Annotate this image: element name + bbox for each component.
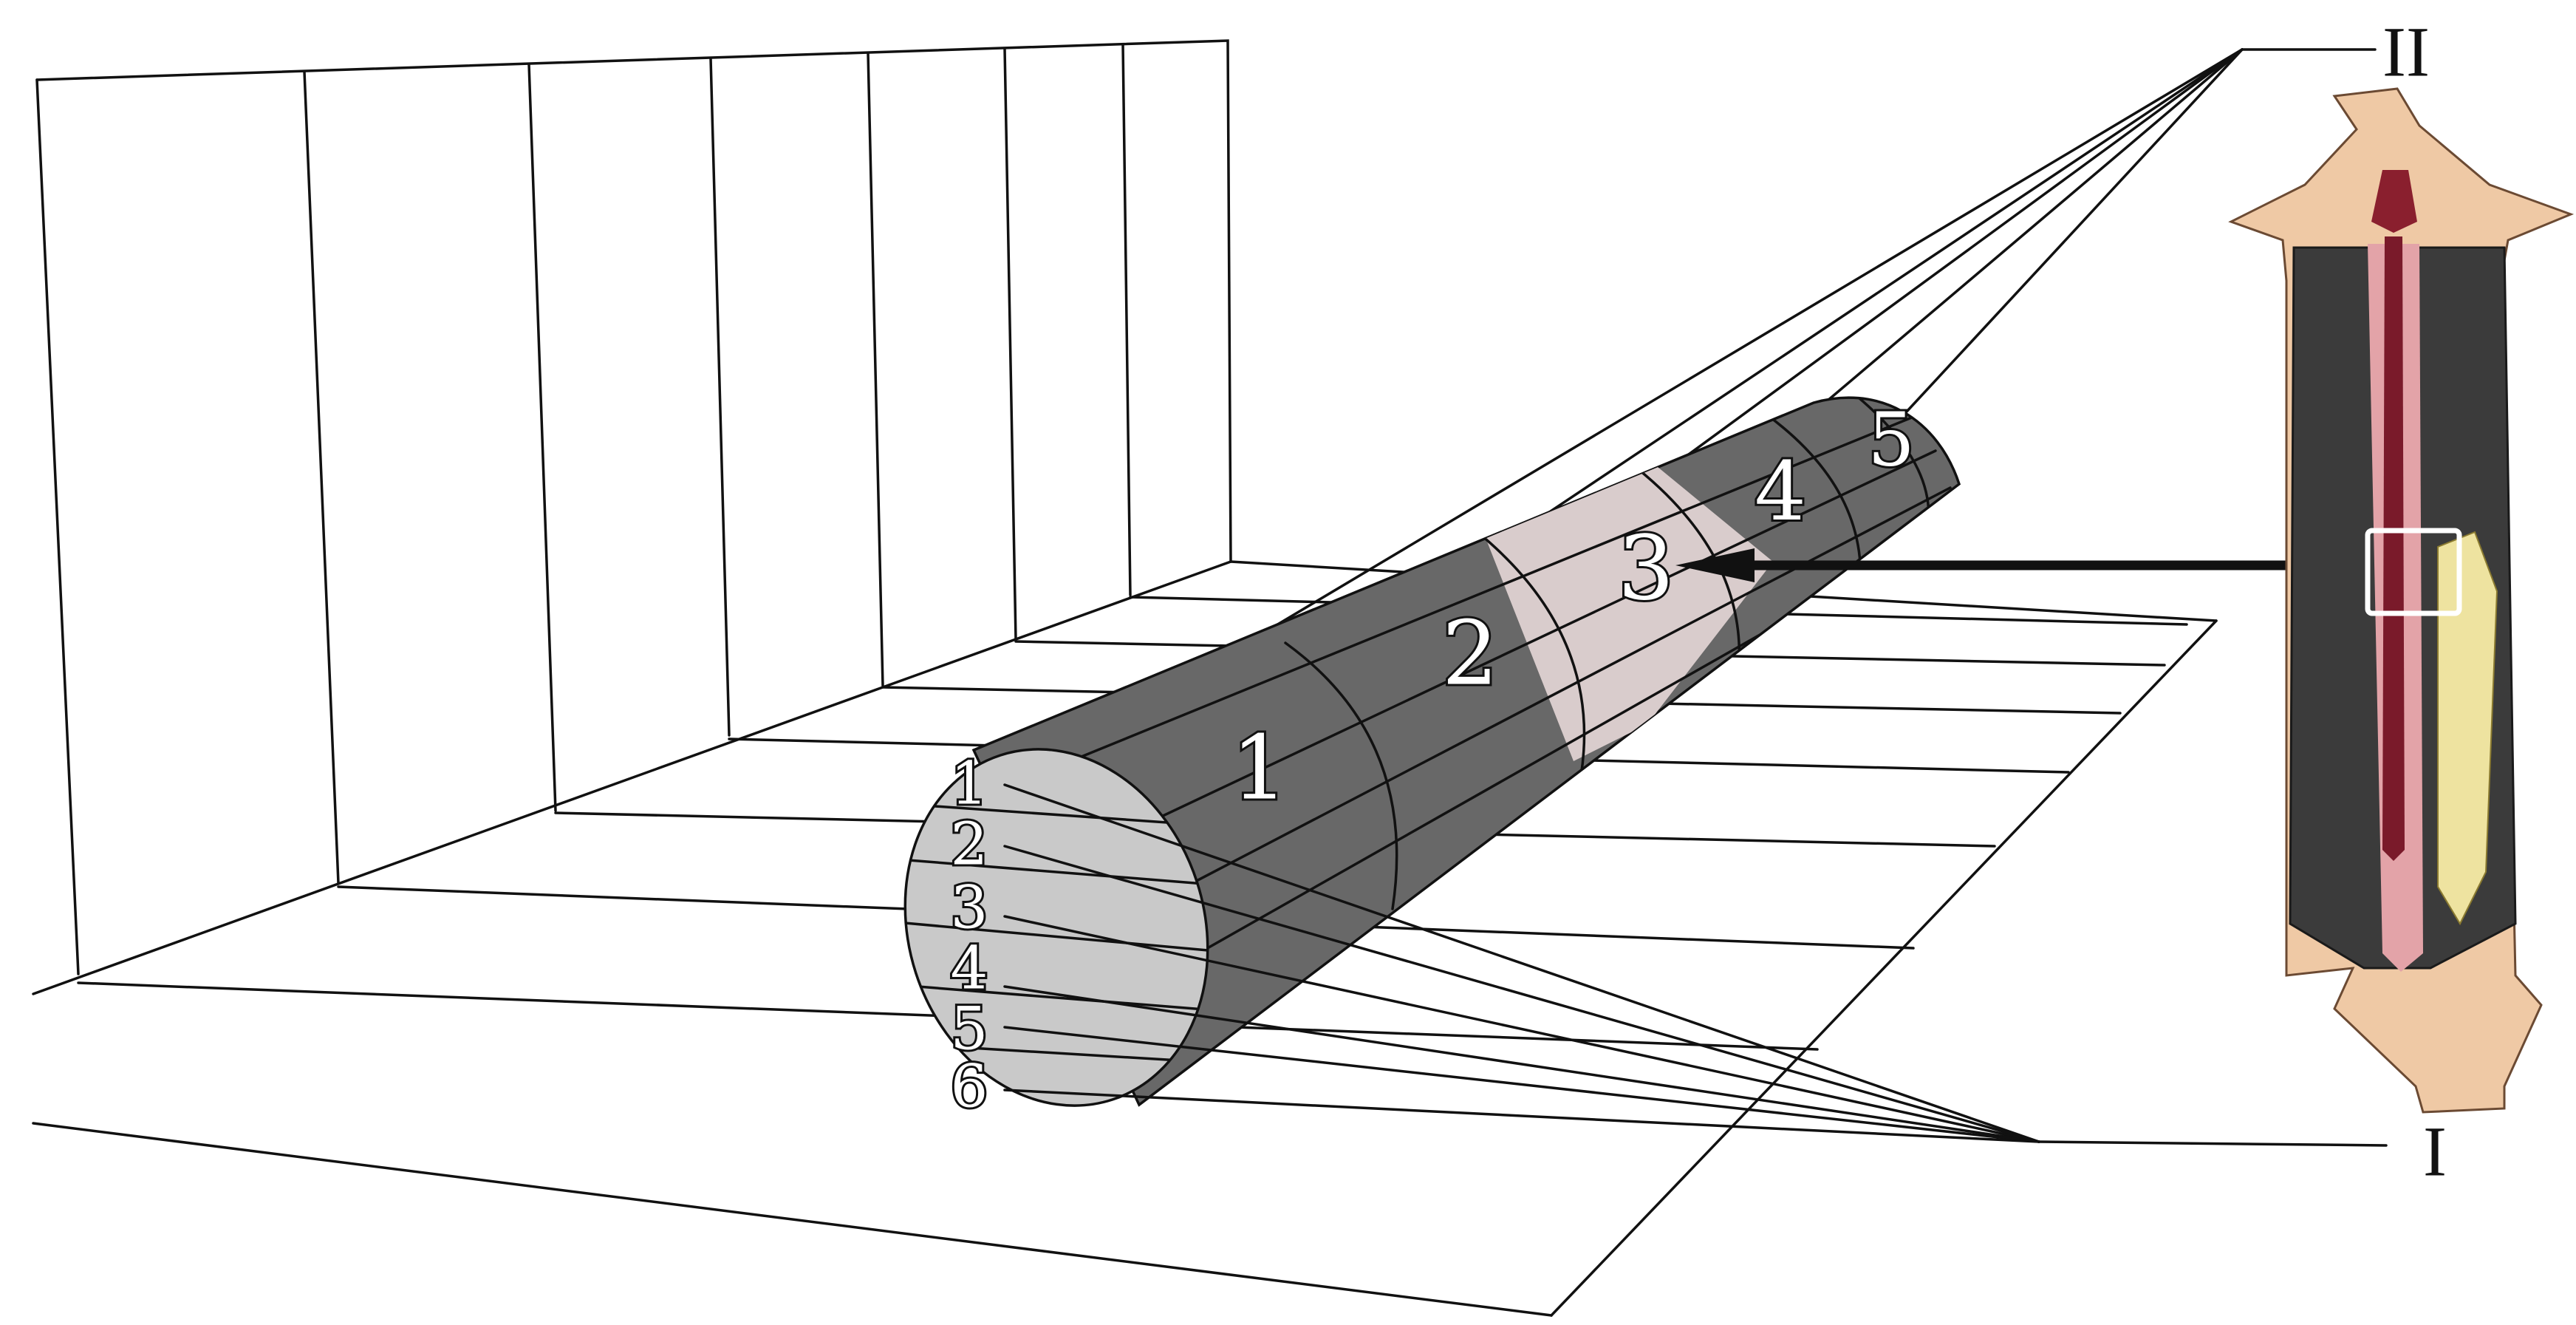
label-II: II <box>2382 13 2430 92</box>
specimen-highlight-box <box>2365 528 2462 616</box>
face-number-3: 3 <box>951 873 988 942</box>
highlighted-segment <box>1477 443 1773 761</box>
face-number-4: 4 <box>951 934 988 1003</box>
face-number-6: 6 <box>951 1052 988 1121</box>
segment-number-5: 5 <box>1868 397 1915 483</box>
leader-lines-I <box>1003 783 2388 1147</box>
segment-number-3: 3 <box>1618 518 1674 621</box>
back-wall <box>35 39 1232 975</box>
label-I: I <box>2423 1112 2447 1191</box>
face-number-2: 2 <box>951 810 988 879</box>
segment-number-2: 2 <box>1442 603 1498 706</box>
segment-number-4: 4 <box>1755 444 1806 539</box>
specimen-illustration <box>2228 87 2575 1114</box>
face-number-5: 5 <box>951 995 988 1063</box>
segment-number-1: 1 <box>1231 718 1288 820</box>
face-number-1: 1 <box>951 749 988 818</box>
